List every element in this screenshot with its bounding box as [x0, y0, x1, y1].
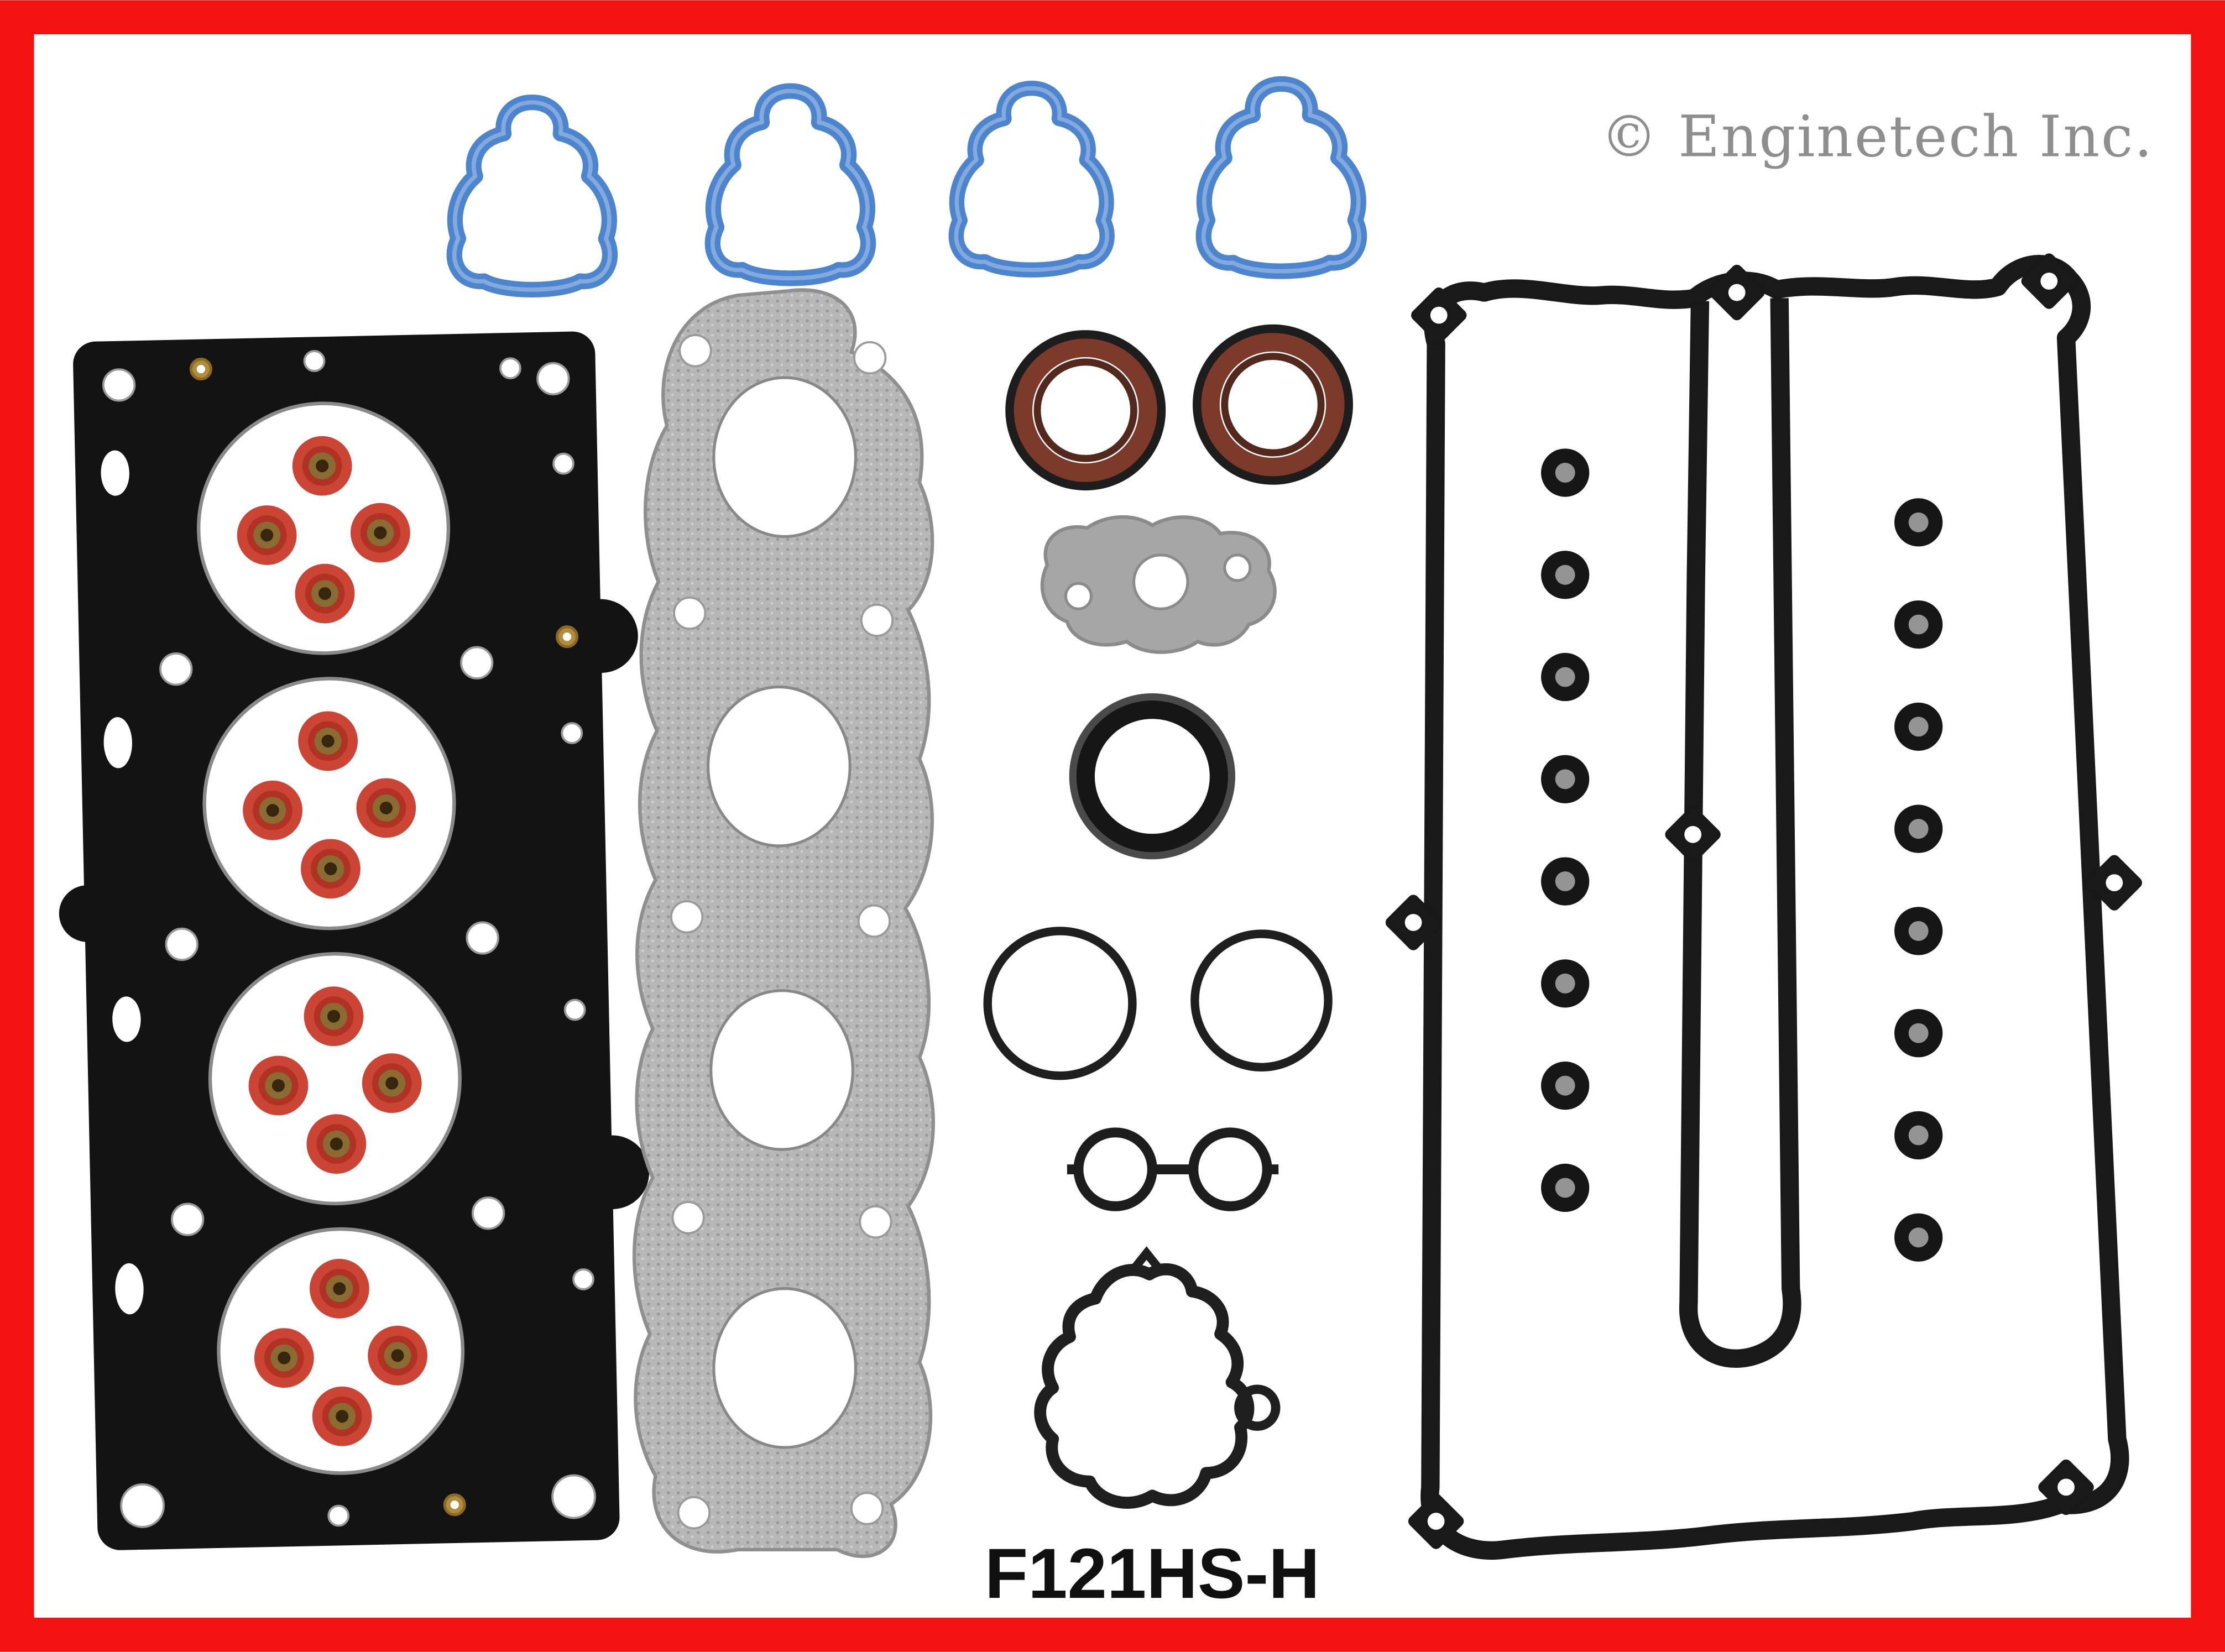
grommet: [1894, 600, 1943, 649]
grommet: [1541, 857, 1590, 906]
camshaft-seal: [1005, 330, 1166, 491]
grommet: [1894, 1009, 1943, 1058]
part-number-label: F121HS-H: [985, 1534, 1320, 1613]
large-o-ring-seal: [1069, 693, 1235, 860]
grommet: [1541, 551, 1590, 599]
grommet: [1894, 804, 1943, 853]
exhaust-port-opening: [707, 685, 852, 848]
camshaft-seals: [1005, 324, 1353, 491]
brass-eyelet: [191, 359, 211, 379]
egr-center-hole: [1132, 553, 1189, 610]
thin-o-rings: [983, 927, 1333, 1080]
grommet: [1541, 1163, 1590, 1212]
camshaft-seal: [1192, 324, 1353, 485]
cylinder-bore-opening: [197, 401, 451, 655]
water-pump-gasket-tab: [1132, 1246, 1162, 1270]
thin-o-ring: [1190, 929, 1333, 1071]
grommet: [1894, 1213, 1943, 1262]
brass-eyelet: [445, 1494, 465, 1515]
cylinder-bore-opening: [217, 1227, 465, 1475]
exhaust-manifold-gasket: [632, 288, 935, 1559]
egr-plate-gasket: [1040, 515, 1277, 654]
grommet: [1894, 907, 1943, 955]
water-pump-gasket: [1034, 1246, 1281, 1509]
grommet: [1541, 959, 1590, 1008]
cylinder-head-gasket: [59, 331, 650, 1550]
grommet: [1541, 755, 1590, 803]
valve-cover-gasket: [1383, 251, 2145, 1560]
grommet: [1894, 498, 1943, 547]
exhaust-port-opening: [712, 376, 858, 539]
exhaust-gasket-body: [632, 288, 935, 1559]
head-gasket-body: [73, 331, 620, 1550]
exhaust-port-opening: [712, 1287, 858, 1449]
grommet: [1541, 1062, 1590, 1110]
grommet: [1894, 1111, 1943, 1160]
grommet: [1541, 448, 1590, 497]
grommet: [1894, 702, 1943, 751]
thin-o-ring: [983, 927, 1137, 1080]
exhaust-port-opening: [709, 989, 854, 1151]
grommet: [1541, 652, 1590, 702]
cylinder-bore-opening: [202, 677, 456, 930]
brass-eyelet: [557, 626, 577, 647]
watermark-text: © Enginetech Inc.: [1601, 104, 2154, 170]
water-pump-gasket-ear: [1234, 1384, 1281, 1431]
twin-port-gasket: [1067, 1127, 1279, 1211]
head-gasket-holes: [101, 349, 597, 1529]
egr-bolt-hole: [1064, 582, 1093, 610]
egr-bolt-hole: [1223, 553, 1252, 582]
valve-cover-center-channel-seal: [1679, 298, 1801, 1368]
cylinder-bore-opening: [208, 952, 462, 1206]
